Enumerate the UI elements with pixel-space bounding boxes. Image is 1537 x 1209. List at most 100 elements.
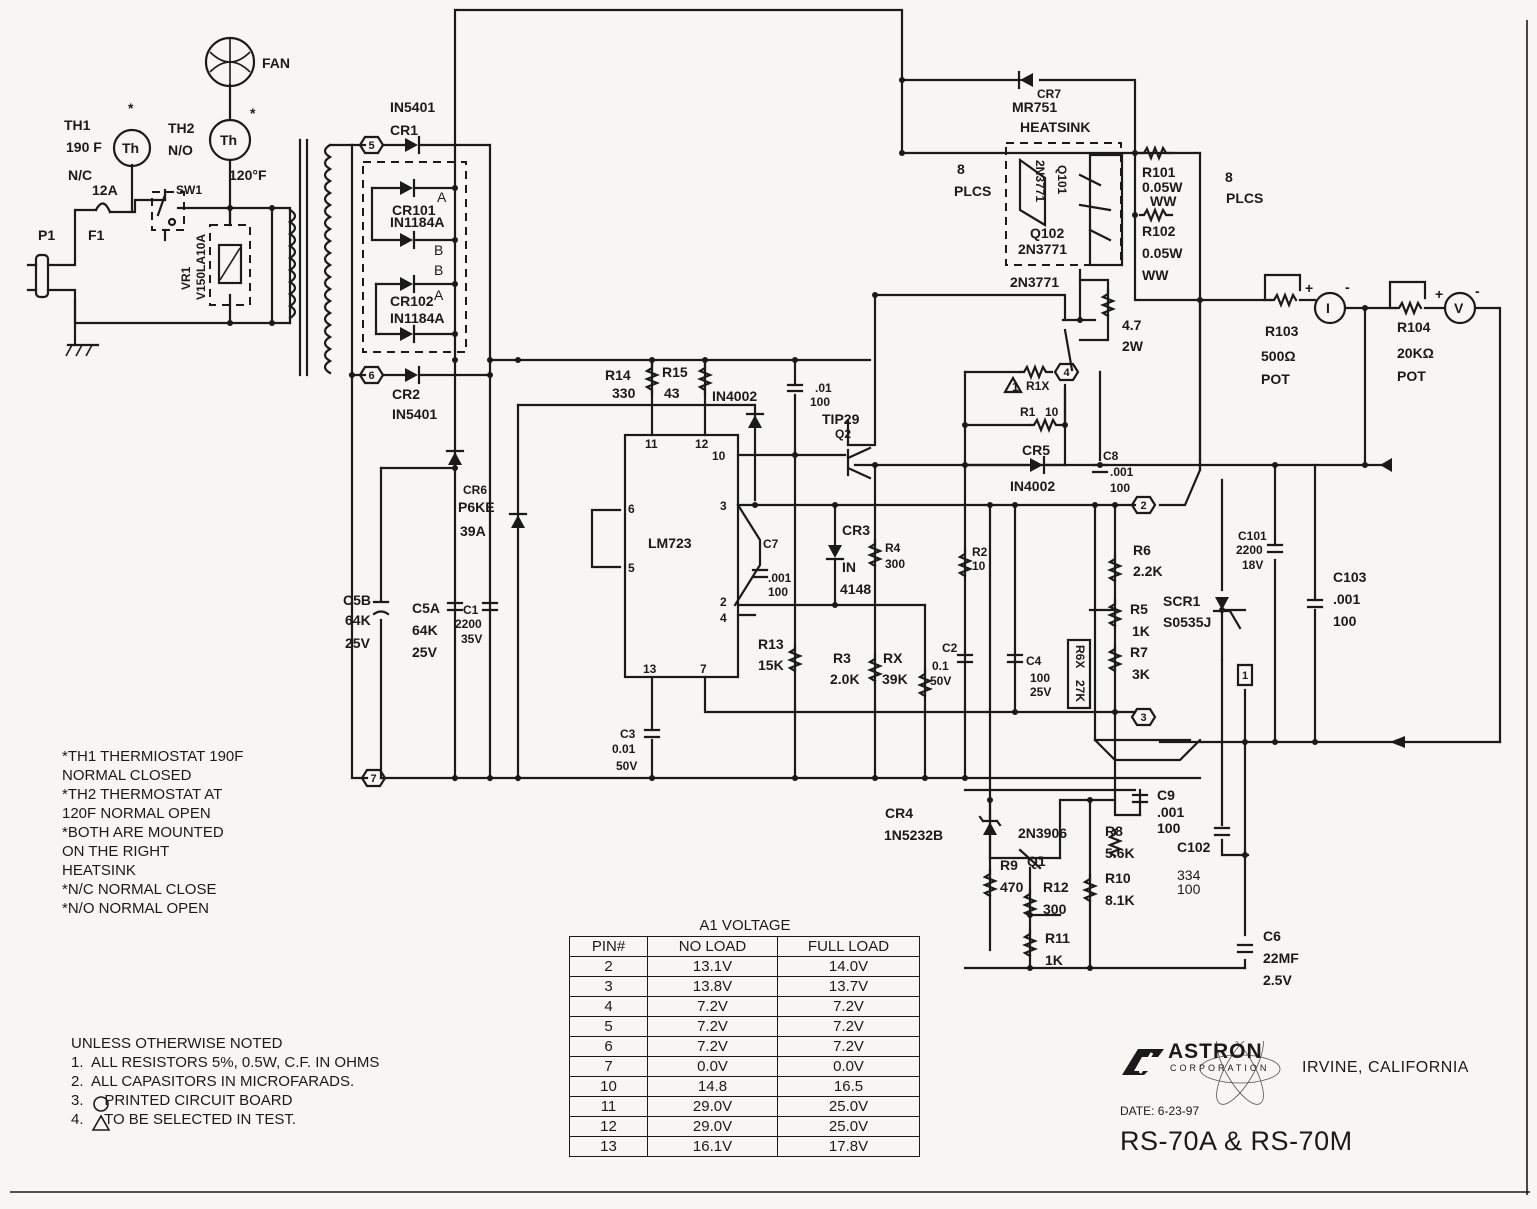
svg-text:7: 7 (370, 773, 376, 785)
svg-text:2.0K: 2.0K (830, 671, 860, 687)
company-city: IRVINE, CALIFORNIA (1302, 1059, 1469, 1076)
svg-text:IN1184A: IN1184A (390, 310, 444, 326)
pcb-node-4: 4 (1053, 362, 1080, 382)
svg-text:CR101: CR101 (392, 202, 436, 218)
column-header: PIN# (569, 936, 648, 957)
cell: 25.0V (777, 1116, 920, 1137)
cell: 7.2V (777, 996, 920, 1017)
transformer-icon (287, 138, 333, 377)
svg-text:190 F: 190 F (66, 139, 102, 155)
svg-text:2200: 2200 (455, 617, 482, 631)
cell: 11 (569, 1096, 648, 1117)
svg-text:R12: R12 (1043, 879, 1069, 895)
svg-text:35V: 35V (461, 632, 482, 646)
cap-c102-icon (1213, 826, 1231, 837)
svg-text:Th: Th (220, 132, 237, 148)
svg-text:334: 334 (1177, 867, 1201, 883)
resistor-r8-icon (1107, 828, 1123, 858)
svg-text:*: * (250, 105, 256, 121)
svg-text:8.1K: 8.1K (1105, 892, 1135, 908)
svg-text:R5: R5 (1130, 601, 1148, 617)
svg-text:C5B: C5B (343, 592, 371, 608)
cell: 14.8 (647, 1076, 778, 1097)
svg-text:Q102: Q102 (1030, 225, 1064, 241)
svg-text:300: 300 (885, 557, 905, 571)
svg-text:R10: R10 (1105, 870, 1131, 886)
svg-text:N/C: N/C (68, 167, 92, 183)
cell: 13.7V (777, 976, 920, 997)
svg-text:4148: 4148 (840, 581, 871, 597)
cell: 7 (569, 1056, 648, 1077)
svg-text:CR102: CR102 (390, 293, 434, 309)
svg-text:B: B (434, 262, 443, 278)
cap-c9-icon (1131, 793, 1149, 804)
svg-text:Th: Th (122, 140, 139, 156)
svg-text:V150LA10A: V150LA10A (194, 234, 208, 300)
resistor-r101-icon (1138, 145, 1174, 161)
cell: 16.1V (647, 1136, 778, 1157)
svg-text:Q101: Q101 (1055, 165, 1069, 195)
zener-cr4-icon (978, 815, 1002, 835)
resistor-r9-icon (982, 868, 998, 898)
svg-text:C8: C8 (1103, 449, 1119, 463)
diode-cr5-icon (1030, 455, 1046, 475)
thermostat-notes: *TH1 THERMIOSTAT 190F NORMAL CLOSED *TH2… (62, 747, 322, 918)
svg-text:R1: R1 (1020, 405, 1036, 419)
cap-c1-icon (481, 601, 499, 612)
thermo-note-line: *TH1 THERMIOSTAT 190F (62, 748, 244, 765)
cap-01-icon (786, 383, 804, 393)
svg-text:100: 100 (810, 395, 830, 409)
svg-text:A: A (437, 189, 447, 205)
resistor-r12-icon (1022, 888, 1038, 918)
lm723-ic (623, 433, 740, 679)
svg-text:R15: R15 (662, 364, 688, 380)
pcb-node-1: 1 (1236, 663, 1254, 687)
svg-text:V: V (1454, 300, 1464, 316)
cell: 16.5 (777, 1076, 920, 1097)
cell: 7.2V (647, 996, 778, 1017)
svg-text:CR1: CR1 (390, 122, 418, 138)
svg-text:12: 12 (695, 437, 709, 451)
svg-text:10: 10 (1045, 405, 1059, 419)
svg-text:IN5401: IN5401 (392, 406, 437, 422)
diode-cr3-icon (825, 545, 845, 561)
svg-text:IN4002: IN4002 (1010, 478, 1055, 494)
cell: 2 (569, 956, 648, 977)
pcb-node-5: 5 (358, 135, 385, 155)
company-sub: CORPORATION (1170, 1063, 1270, 1073)
svg-text:22MF: 22MF (1263, 950, 1299, 966)
cell: 25.0V (777, 1096, 920, 1117)
switch-sw1-icon (151, 191, 185, 231)
cell: 17.8V (777, 1136, 920, 1157)
svg-text:0.05W: 0.05W (1142, 179, 1183, 195)
resistor-r4-icon (867, 538, 883, 568)
triangle-symbol (91, 1114, 111, 1131)
svg-text:PLCS: PLCS (1226, 190, 1263, 206)
svg-text:VR1: VR1 (179, 266, 193, 290)
th1-label: TH1 (64, 117, 91, 133)
diode-cr102-a-icon (400, 274, 416, 294)
voltage-table-title: A1 VOLTAGE (699, 917, 791, 934)
svg-text:C101: C101 (1238, 529, 1267, 543)
svg-text:R2: R2 (972, 545, 988, 559)
svg-text:-: - (1475, 283, 1480, 299)
svg-text:R103: R103 (1265, 323, 1299, 339)
svg-text:.001: .001 (1110, 465, 1134, 479)
cell: 7.2V (647, 1036, 778, 1057)
thermo-note-line: NORMAL CLOSED (62, 767, 192, 784)
diode-cr101-b-icon (400, 230, 416, 250)
svg-text:R6X: R6X (1073, 645, 1087, 668)
svg-text:6: 6 (628, 502, 635, 516)
resistor-r11-icon (1022, 928, 1038, 958)
thermo-note-line: 120F NORMAL OPEN (62, 805, 211, 822)
svg-text:100: 100 (1030, 671, 1050, 685)
svg-text:C2: C2 (942, 641, 958, 655)
svg-text:CR3: CR3 (842, 522, 870, 538)
svg-text:11: 11 (645, 437, 658, 451)
svg-text:TIP29: TIP29 (822, 411, 860, 427)
